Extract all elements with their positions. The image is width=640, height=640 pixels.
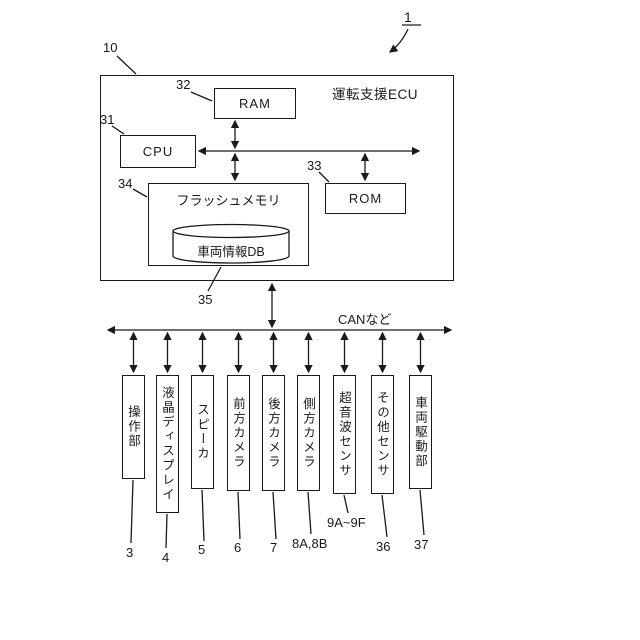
leader-ref-37 xyxy=(419,489,425,536)
device-box-operation-unit: 操作部 xyxy=(122,375,145,479)
leader-ref-5 xyxy=(201,489,205,542)
ref-label-ecu: 10 xyxy=(103,40,118,55)
device-box-other-sensors: その他センサ xyxy=(371,375,394,494)
device-box-lcd-display: 液晶ディスプレイ xyxy=(156,375,179,513)
leader-ref-3 xyxy=(130,479,134,544)
device-box-speaker: スピーカ xyxy=(191,375,214,489)
leader-ref-32 xyxy=(190,91,213,102)
device-box-side-camera: 側方カメラ xyxy=(297,375,320,491)
flash-memory-label: フラッシュメモリ xyxy=(176,193,281,208)
ref-label-rear-camera: 7 xyxy=(270,540,278,555)
flash-memory-block xyxy=(148,183,309,266)
ecu-title: 運転支援ECU xyxy=(332,87,419,102)
vehicle-info-db-label: 車両情報DB xyxy=(197,245,265,259)
leader-ref-9 xyxy=(343,494,349,514)
ref-label-operation-unit: 3 xyxy=(126,545,134,560)
ecu-box xyxy=(100,75,454,281)
leader-ref-36 xyxy=(381,494,388,538)
figure-pointer-arrow xyxy=(388,28,409,53)
leader-ref-4 xyxy=(165,513,168,549)
leader-ref-31 xyxy=(111,125,125,135)
ref-label-flash: 34 xyxy=(118,176,133,191)
ref-label-lcd-display: 4 xyxy=(162,550,170,565)
ref-label-vehicle-drive: 37 xyxy=(414,537,429,552)
leader-ref-10 xyxy=(116,55,137,75)
leader-ref-7 xyxy=(272,491,277,540)
device-box-front-camera: 前方カメラ xyxy=(227,375,250,491)
ram-block: RAM xyxy=(214,88,296,119)
ref-label-side-camera: 8A,8B xyxy=(292,536,328,551)
device-box-vehicle-drive: 車両駆動部 xyxy=(409,375,432,489)
figure-number: 1 xyxy=(404,9,412,25)
leader-ref-34 xyxy=(132,188,148,198)
ref-label-other-sensors: 36 xyxy=(376,539,391,554)
ref-label-ultrasonic-sensor: 9A~9F xyxy=(327,515,366,530)
device-box-ultrasonic-sensor: 超音波センサ xyxy=(333,375,356,494)
rom-block: ROM xyxy=(325,183,406,214)
leader-ref-6 xyxy=(237,491,241,540)
ref-label-rom: 33 xyxy=(307,158,322,173)
db-cylinder-icon xyxy=(172,223,290,264)
ref-label-front-camera: 6 xyxy=(234,540,242,555)
ref-label-speaker: 5 xyxy=(198,542,206,557)
device-box-rear-camera: 後方カメラ xyxy=(262,375,285,491)
ref-label-db: 35 xyxy=(198,292,213,307)
leader-ref-33 xyxy=(318,171,330,183)
can-bus-label: CANなど xyxy=(338,312,392,327)
ref-label-ram: 32 xyxy=(176,77,191,92)
cpu-block: CPU xyxy=(120,135,196,168)
leader-ref-8 xyxy=(307,491,312,535)
leader-ref-35 xyxy=(207,266,222,292)
ref-label-cpu: 31 xyxy=(100,112,115,127)
